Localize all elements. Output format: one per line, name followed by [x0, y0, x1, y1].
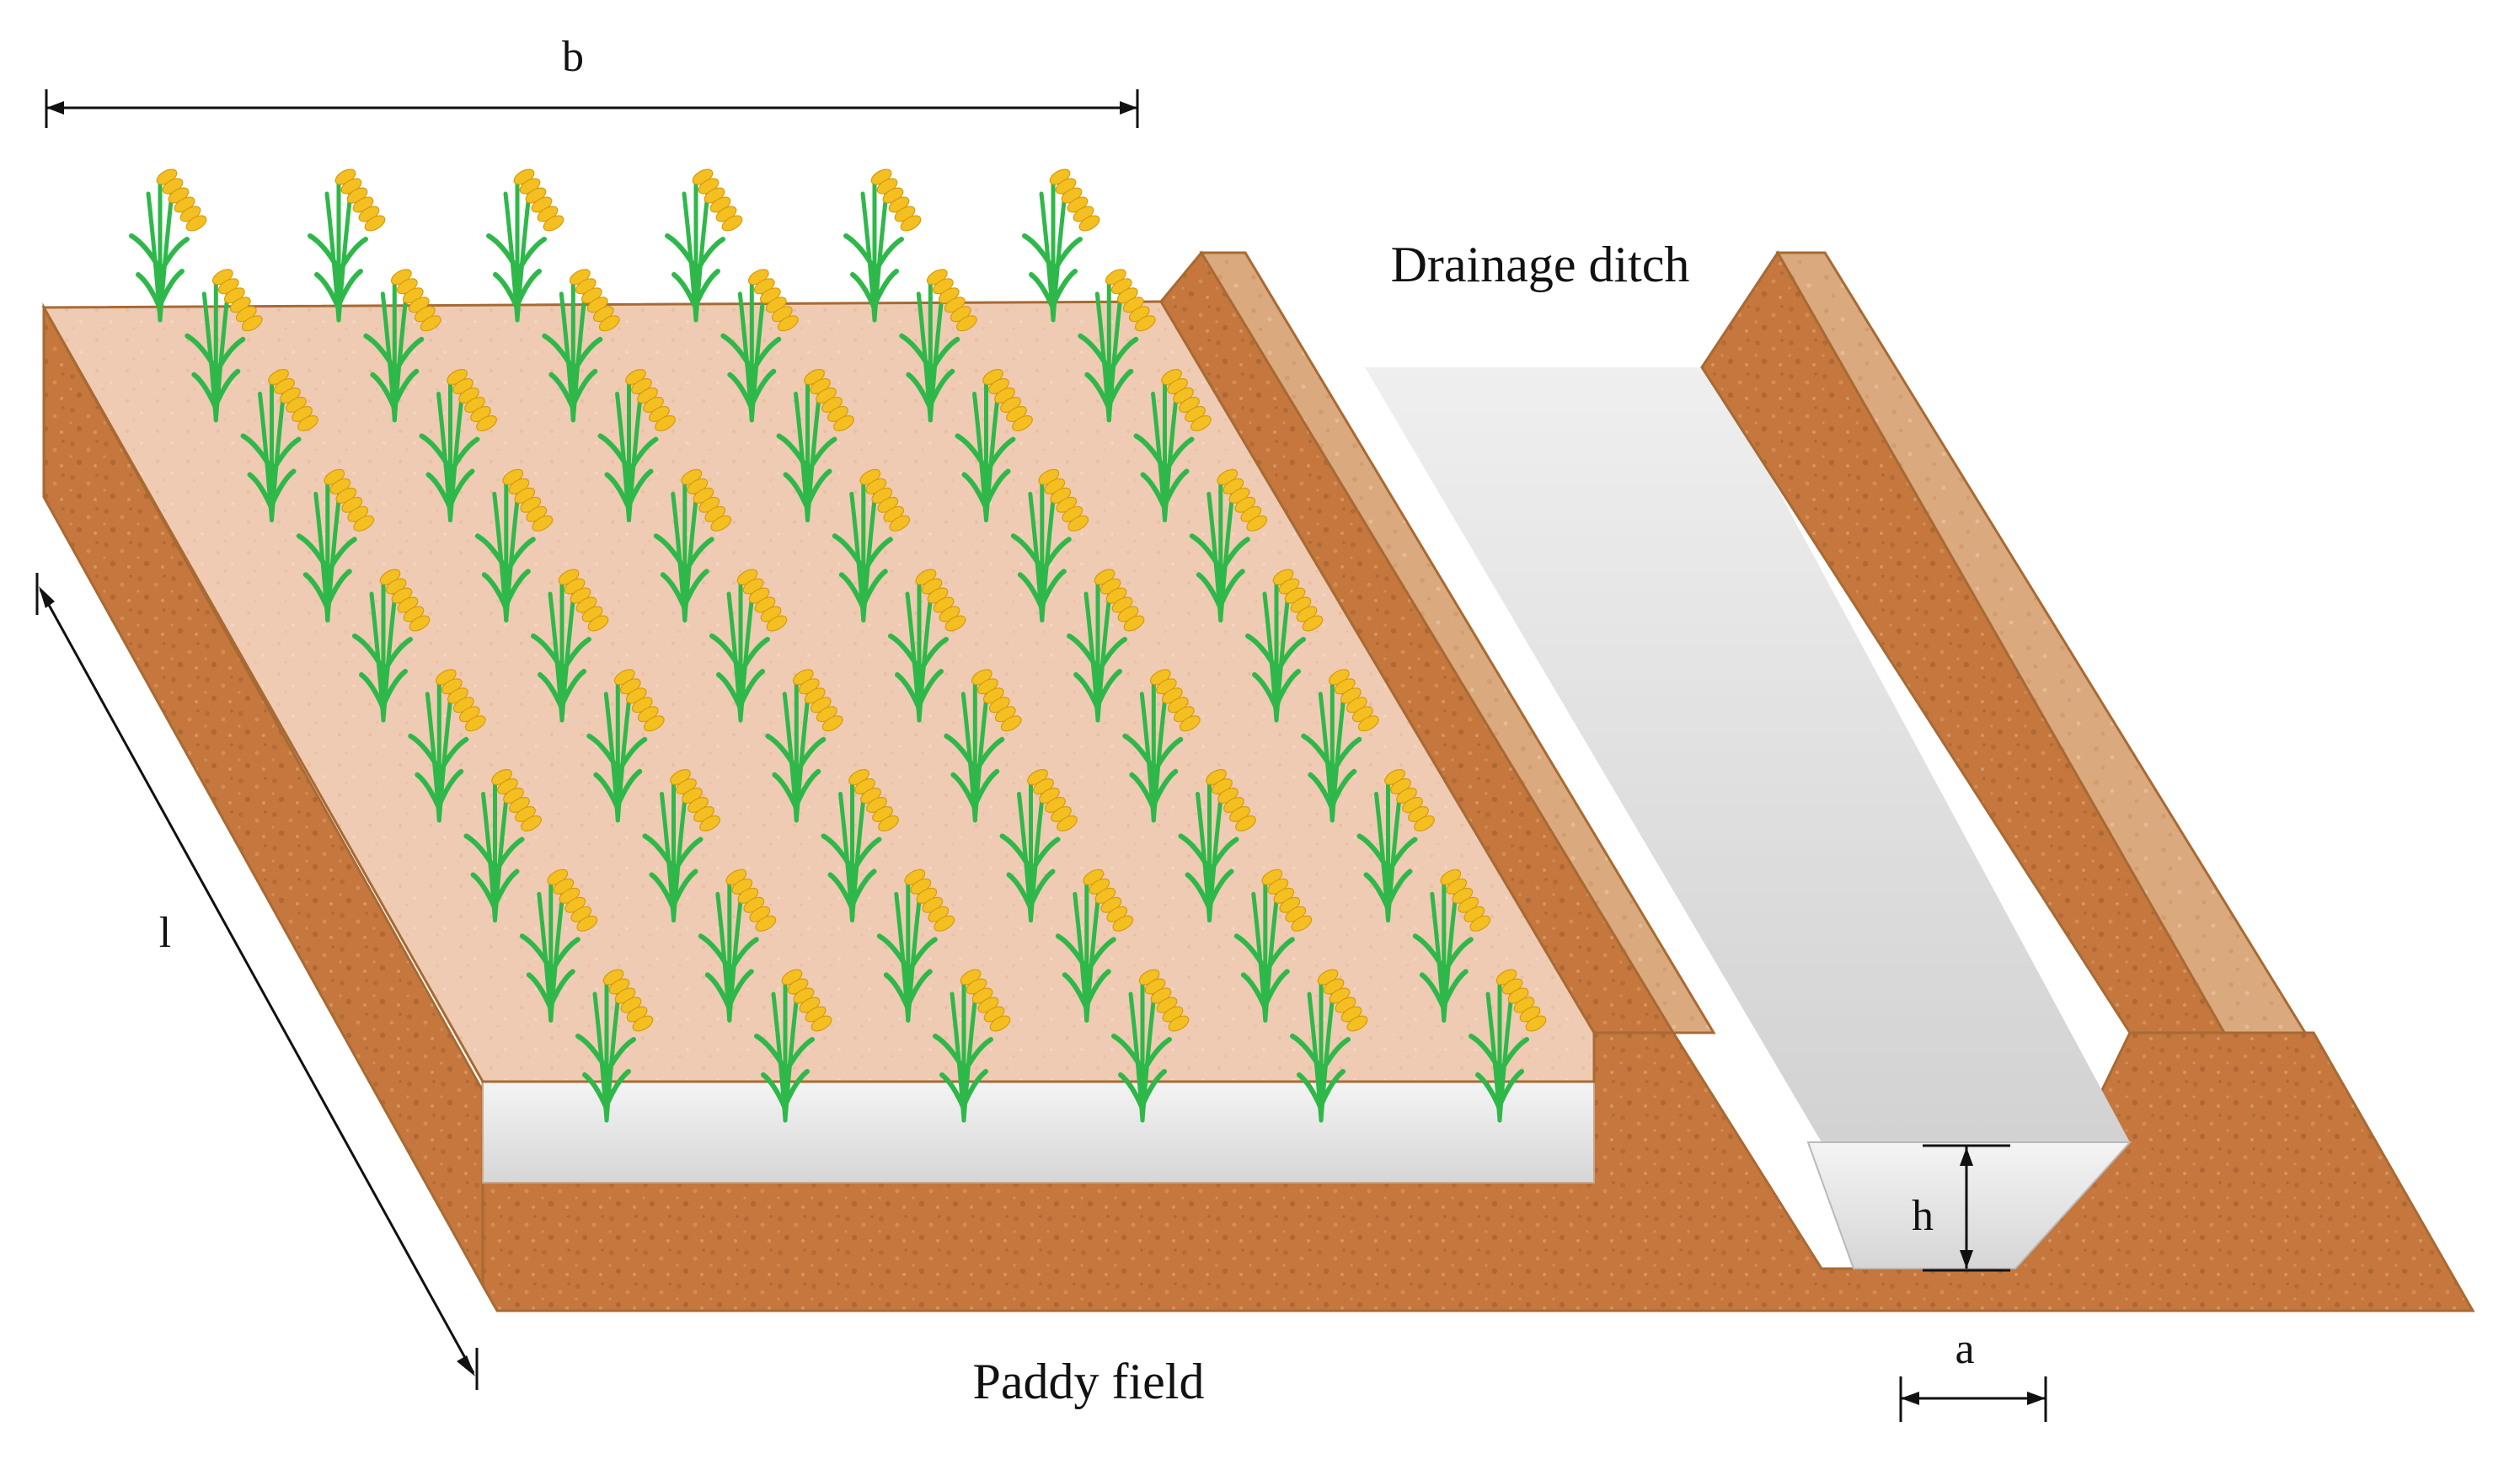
rice-plant — [1010, 468, 1089, 623]
rice-plant — [531, 569, 609, 723]
rice-plant — [999, 769, 1078, 922]
rice-plant — [955, 369, 1033, 522]
rice-plant — [586, 669, 665, 823]
rice-plant — [720, 269, 799, 423]
rice-plant — [1245, 569, 1324, 723]
label-b: b — [562, 33, 584, 81]
dimension-a: a — [1899, 1325, 2047, 1422]
rice-crop — [129, 168, 1547, 1123]
rice-plant — [1055, 868, 1134, 1023]
rice-plant — [821, 769, 899, 922]
rice-plant — [1290, 969, 1368, 1123]
dimension-h: h — [1912, 1144, 2010, 1272]
rice-plant — [876, 868, 955, 1023]
rice-plant — [1078, 269, 1156, 423]
rice-plant — [698, 868, 777, 1023]
label-drainage-ditch: Drainage ditch — [1391, 237, 1690, 292]
rice-plant — [1133, 369, 1212, 522]
label-paddy-field: Paddy field — [973, 1354, 1205, 1409]
rice-plant — [888, 569, 966, 723]
dimension-l: l — [35, 573, 479, 1390]
rice-plant — [1301, 669, 1379, 823]
rice-plant — [363, 269, 441, 423]
rice-plant — [1233, 868, 1313, 1023]
rice-plant — [709, 569, 788, 723]
rice-plant — [1189, 468, 1268, 623]
left-ditch-bank-top — [1199, 251, 1716, 1034]
label-a: a — [1955, 1325, 1974, 1373]
rice-plant — [1356, 769, 1435, 922]
rice-plant — [463, 769, 542, 922]
label-l: l — [159, 909, 171, 957]
rice-plant — [486, 168, 564, 323]
rice-plant — [1022, 168, 1100, 323]
rice-plant — [665, 168, 743, 323]
rice-plant — [419, 369, 497, 522]
rice-plant — [1469, 969, 1547, 1123]
rice-plant — [653, 468, 732, 623]
rice-plant — [1111, 969, 1190, 1123]
rice-plant — [519, 868, 598, 1023]
rice-plant — [408, 669, 486, 823]
right-ditch-bank-top — [1775, 251, 2308, 1034]
rice-plant — [542, 269, 620, 423]
rice-plant — [1178, 769, 1256, 922]
rice-plant — [843, 168, 922, 323]
rice-plant — [352, 569, 431, 723]
rice-plant — [1412, 868, 1491, 1023]
rice-plant — [575, 969, 654, 1123]
rice-plant — [296, 468, 375, 623]
label-h: h — [1912, 1192, 1934, 1240]
ditch-water — [1806, 1141, 2132, 1269]
drainage-ditch-channel — [1365, 367, 2130, 1142]
rice-plant — [765, 669, 843, 823]
rice-plant — [185, 269, 263, 423]
rice-plant — [1122, 669, 1201, 823]
rice-plant — [308, 168, 386, 323]
rice-plant — [899, 269, 977, 423]
rice-plant — [933, 969, 1011, 1123]
rice-plant — [832, 468, 911, 623]
rice-plant — [754, 969, 832, 1123]
rice-plant — [597, 369, 676, 522]
rice-plant — [642, 769, 720, 922]
rice-plant — [776, 369, 854, 522]
dimension-b: b — [45, 33, 1139, 128]
rice-plant — [474, 468, 554, 623]
rice-plant — [240, 369, 318, 522]
rice-plant — [1067, 569, 1145, 723]
field-water-layer — [482, 1081, 1595, 1184]
rice-plant — [944, 669, 1022, 823]
rice-plant — [129, 168, 207, 323]
